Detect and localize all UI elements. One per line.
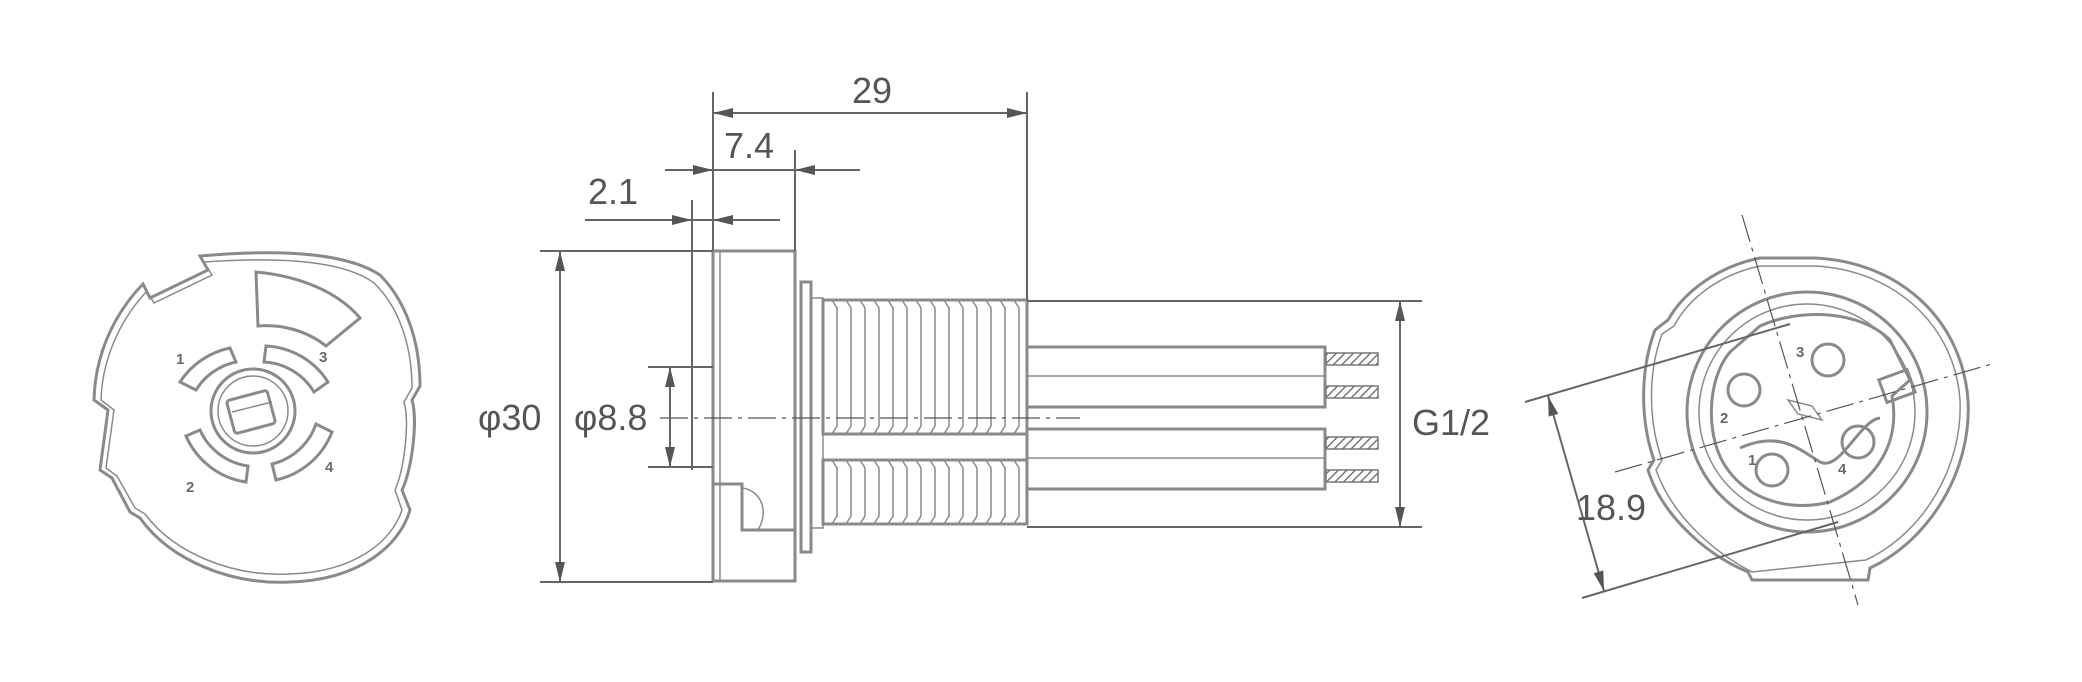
side-view-thread-lines [831, 299, 1020, 525]
dim-pin-circle-value: 18.9 [1576, 487, 1646, 528]
rear-view-pin-label-4: 4 [1838, 461, 1847, 478]
thread-crest [901, 299, 908, 435]
rear-view-pin-3 [1810, 342, 1846, 378]
front-view-pin-label-2: 2 [186, 479, 194, 496]
thread-crest [957, 299, 964, 435]
front-view-pin-label-1: 1 [176, 351, 184, 368]
rear-view-pin-label-2: 2 [1720, 410, 1728, 427]
thread-crest [831, 299, 838, 435]
thread-crest [859, 299, 866, 435]
rear-view-outer-ring-inner [1650, 265, 1961, 573]
thread-crest [985, 299, 992, 435]
thread-crest [943, 299, 950, 435]
thread-crest [887, 459, 894, 525]
front-view-center-key [225, 389, 277, 435]
thread-crest [887, 299, 894, 435]
thread-crest [957, 459, 964, 525]
front-view-pin-label-4: 4 [325, 459, 334, 476]
front-view-contact-2 [184, 428, 250, 484]
rear-view-pin-2 [1726, 372, 1762, 408]
rear-view-pin-label-3: 3 [1796, 344, 1804, 361]
dim-overall-length: 29 [852, 70, 892, 111]
side-view-wire-2 [1025, 427, 1327, 491]
dim-flange-thickness: 2.1 [588, 171, 638, 212]
thread-crest [943, 459, 950, 525]
thread-crest [845, 459, 852, 525]
dim-outer-diameter: φ30 [478, 397, 541, 438]
front-view-outer-body-inner-edge [100, 259, 413, 575]
front-view-key-segment [254, 270, 363, 348]
thread-crest [1013, 459, 1020, 525]
dim-thread-size: G1/2 [1412, 402, 1490, 443]
rear-view-outer-ring [1642, 256, 1970, 582]
side-view-flange [711, 249, 797, 583]
rear-view-key [1876, 367, 1918, 405]
side-view-thread-lower [821, 458, 1029, 526]
side-view-thread-upper [821, 298, 1029, 436]
rear-view-center-marker [1786, 398, 1824, 422]
front-view-center-key-line [231, 401, 273, 413]
dim-bore-diameter: φ8.8 [574, 397, 647, 438]
thread-crest [873, 299, 880, 435]
rear-view-axis-1 [1741, 214, 1859, 606]
front-view-insert-outer [209, 367, 297, 455]
dim-pin-circle [1524, 323, 1839, 599]
front-view-insert-inner [217, 375, 289, 447]
side-view-wire-1 [1025, 345, 1327, 409]
side-view-washer [799, 280, 813, 554]
thread-crest [873, 459, 880, 525]
rear-view-insert [1709, 313, 1912, 507]
rear-view-pin-1 [1754, 452, 1790, 488]
rear-view: 3 2 1 4 [1614, 214, 1993, 606]
thread-crest [845, 299, 852, 435]
side-view-flange-step [713, 482, 795, 532]
thread-crest [999, 299, 1006, 435]
front-view-contact-3 [262, 344, 331, 395]
front-view-outer-body [92, 251, 422, 584]
thread-crest [999, 459, 1006, 525]
front-view-contact-1 [177, 346, 239, 392]
front-view-contact-4 [270, 421, 334, 482]
side-view-wire-end-1 [1325, 352, 1379, 366]
thread-crest [971, 459, 978, 525]
rear-view-axis-2 [1614, 363, 1993, 473]
side-view-wire-end-3 [1325, 436, 1379, 450]
front-view-pin-label-3: 3 [319, 349, 327, 366]
thread-crest [929, 459, 936, 525]
front-view: 1 3 2 4 [92, 251, 422, 584]
thread-crest [901, 459, 908, 525]
thread-crest [859, 459, 866, 525]
thread-crest [915, 459, 922, 525]
dimension-lines [540, 92, 1422, 583]
dim-flange-to-thread: 7.4 [724, 125, 774, 166]
side-view-wire-end-4 [1325, 469, 1379, 483]
side-view-wire-end-2 [1325, 385, 1379, 399]
rear-view-pin-label-1: 1 [1748, 452, 1756, 469]
rear-view-pin-4 [1840, 424, 1876, 460]
thread-crest [971, 299, 978, 435]
thread-crest [985, 459, 992, 525]
thread-crest [929, 299, 936, 435]
thread-crest [831, 459, 838, 525]
thread-crest [915, 299, 922, 435]
thread-crest [1013, 299, 1020, 435]
side-view-collar [810, 297, 824, 529]
rear-view-partition [1739, 416, 1881, 465]
dim-18-9-line [1547, 395, 1605, 592]
rear-view-mid-ring-inner [1698, 303, 1916, 521]
